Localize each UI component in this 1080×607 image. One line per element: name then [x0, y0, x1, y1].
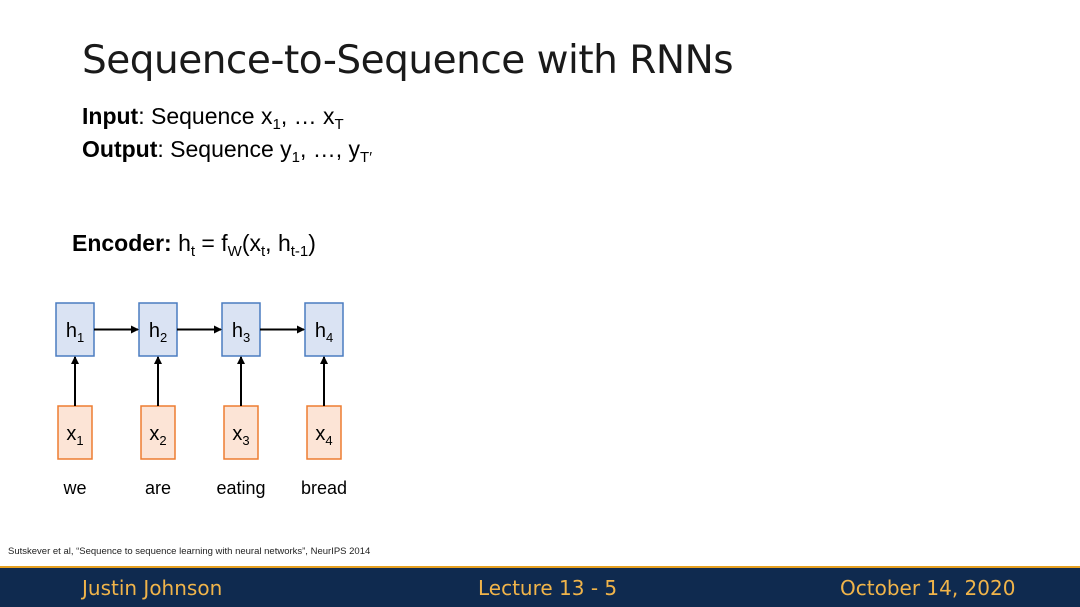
hidden-state-label-2: h2 — [149, 320, 167, 345]
input-word-3: eating — [216, 478, 265, 498]
input-label-3: x3 — [232, 423, 249, 448]
input-box-2 — [140, 405, 176, 460]
footer-date: October 14, 2020 — [840, 576, 1016, 600]
slide-title: Sequence-to-Sequence with RNNs — [82, 38, 734, 83]
input-word-2: are — [145, 478, 171, 498]
output-label: Output — [82, 136, 158, 162]
footer-lecture: Lecture 13 - 5 — [478, 576, 618, 600]
input-label-2: x2 — [149, 423, 166, 448]
input-label: Input — [82, 103, 139, 129]
encoder-label: Encoder: — [72, 230, 172, 256]
input-word-4: bread — [301, 478, 347, 498]
encoder-equation: Encoder: ht = fW(xt, ht-1) — [72, 230, 316, 260]
input-box-1 — [57, 405, 93, 460]
citation: Sutskever et al, “Sequence to sequence l… — [8, 546, 371, 557]
input-box-4 — [306, 405, 342, 460]
footer-bar: Justin Johnson Lecture 13 - 5 October 14… — [0, 566, 1080, 607]
hidden-state-box-1 — [55, 302, 95, 357]
input-box-3 — [223, 405, 259, 460]
hidden-state-label-4: h4 — [315, 320, 333, 345]
input-label-4: x4 — [315, 423, 332, 448]
footer-author: Justin Johnson — [82, 576, 223, 600]
hidden-state-label-3: h3 — [232, 320, 250, 345]
hidden-state-box-4 — [304, 302, 344, 357]
input-label-1: x1 — [66, 423, 83, 448]
output-definition: Output: Sequence y1, …, yT′ — [82, 136, 373, 166]
input-definition: Input: Sequence x1, … xT — [82, 103, 344, 133]
hidden-state-label-1: h1 — [66, 320, 84, 345]
input-word-1: we — [62, 478, 86, 498]
encoder-rnn-diagram: h1 h2 h3 h4 x1 x2 x3 x4 we are eating bread — [55, 302, 347, 498]
